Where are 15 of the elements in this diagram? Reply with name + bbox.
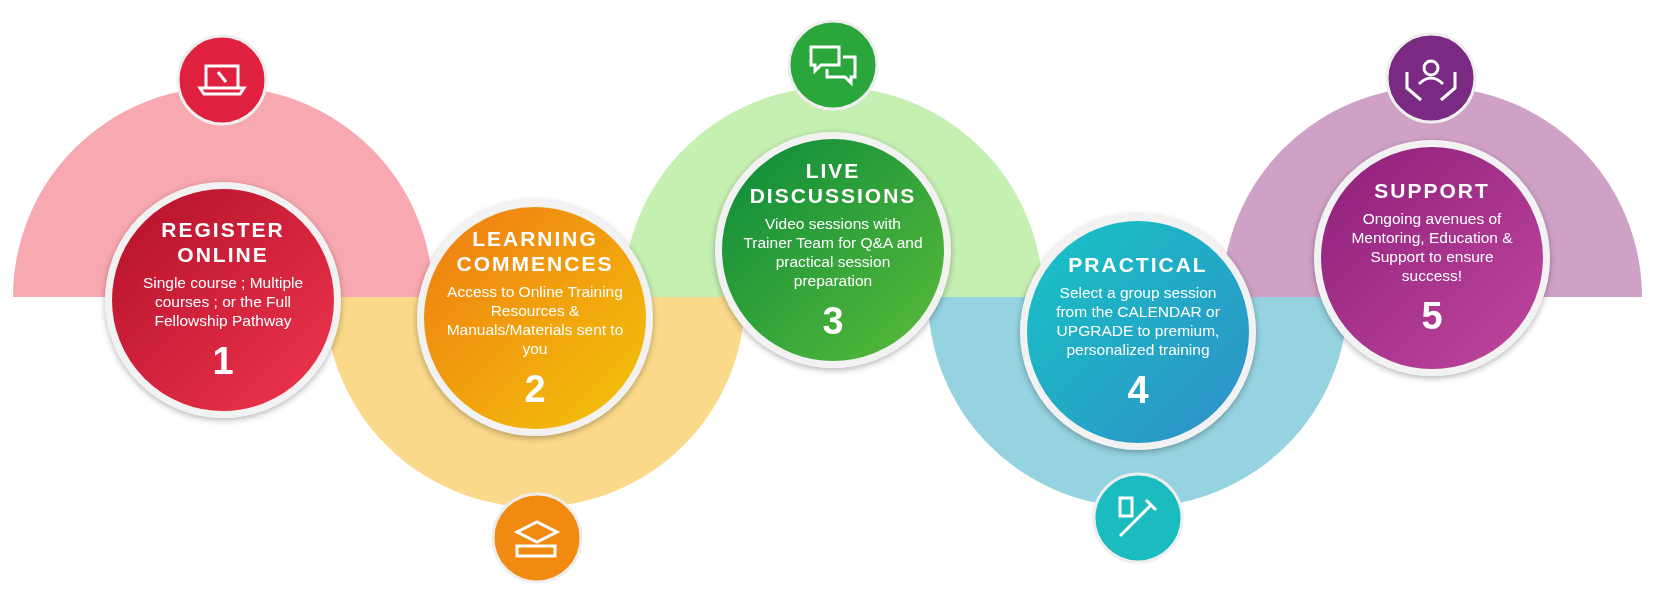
step-title: PRACTICAL [1068,252,1208,277]
step-description: Access to Online Training Resources & Manuals/Materials sent to you [445,281,625,358]
step-description: Video sessions with Trainer Team for Q&A and practical session preparation [742,213,924,290]
step-number: 1 [212,340,234,383]
step-title: LEARNING COMMENCES [455,225,615,276]
step-title: REGISTER ONLINE [160,217,286,267]
step-number: 4 [1127,369,1149,412]
step-number: 3 [822,299,844,343]
step-description: Single course ; Multiple courses ; or the Full Fellowship Pathway [141,273,305,330]
step-title: SUPPORT [1374,178,1490,203]
step-description: Select a group session from the CALENDAR or UPGRADE to premium, personalized training [1055,283,1221,359]
step-description: Ongoing avenues of Mentoring, Education & Support to ensure success! [1350,209,1514,285]
step-title: LIVE DISCUSSIONS [748,157,918,208]
step-number: 2 [524,367,546,411]
step-number: 5 [1421,295,1443,338]
